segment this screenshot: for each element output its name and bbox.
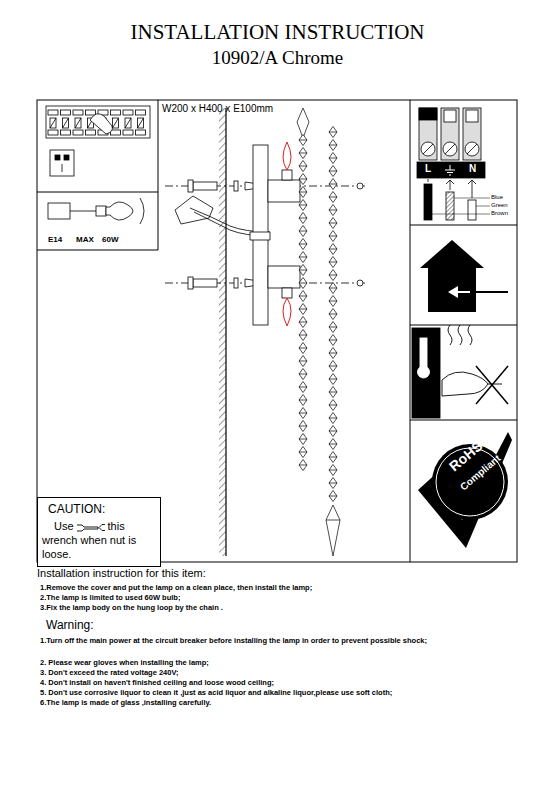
indoor-use-icon: [420, 240, 508, 312]
warning-line: 2. Please wear gloves when installing th…: [40, 659, 209, 668]
page-title: INSTALLATION INSTRUCTION: [0, 20, 555, 44]
wire-color: Green: [491, 202, 508, 209]
model-number: 10902/A Chrome: [0, 47, 555, 69]
warning-line: 3. Don't exceed the rated voltage 240V;: [40, 669, 179, 678]
instruction-line: 1.Remove the cover and put the lamp on a…: [40, 584, 312, 593]
warning-line: 4. Don't install on haven't finished cei…: [40, 679, 274, 688]
wire-color: Brown: [491, 210, 508, 217]
socket-type: E14: [48, 235, 62, 244]
frame: [37, 100, 517, 562]
warning-line: 6.The lamp is made of glass ,installing …: [40, 699, 211, 708]
section-heading: Warning:: [46, 619, 94, 633]
candle-bulbs: [283, 142, 291, 326]
lamp-body: [250, 145, 300, 325]
rohs-badge: [418, 432, 512, 548]
section-heading: Installation instruction for this item:: [37, 567, 206, 580]
terminal-label: N: [469, 163, 476, 175]
crystal-chain: [297, 108, 340, 556]
terminal-label: L: [425, 163, 431, 175]
warning-line: 1.Turn off the main power at the circuit…: [40, 636, 518, 646]
terminal-block: [417, 108, 490, 220]
max-label: MAX: [76, 235, 94, 244]
caution-text: Use: [42, 520, 74, 532]
dimensions: W200 x H400 x E100mm: [162, 103, 273, 115]
warning-line: 5. Don't use corrosive liquor to clean i…: [40, 689, 392, 698]
wattage: 60W: [102, 235, 118, 244]
heat-warning-icon: [412, 325, 508, 418]
instruction-line: 2.The lamp is limited to used 60W bulb;: [40, 594, 180, 603]
wire-color: Blue: [491, 194, 503, 201]
wrench-icon: [76, 523, 106, 532]
bulb-icon: [48, 198, 144, 224]
caution-box: CAUTION: Usethis wrench when nut is loose…: [37, 497, 161, 567]
wall: [219, 108, 226, 556]
caution-body: Usethis wrench when nut is loose.: [42, 520, 155, 561]
terminal-strip-icon: [46, 106, 150, 176]
instruction-line: 3.Fix the lamp body on the hung loop by …: [40, 604, 223, 613]
caution-heading: CAUTION:: [48, 502, 155, 516]
